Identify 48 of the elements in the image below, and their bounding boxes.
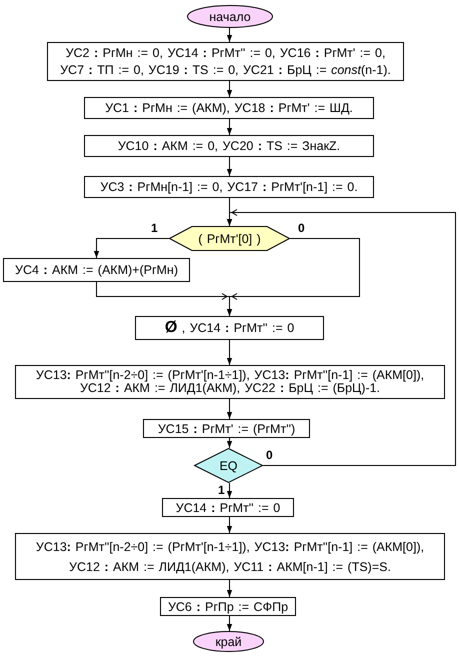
process-box bbox=[84, 176, 374, 198]
edge-label: 1 bbox=[217, 484, 226, 497]
process-text: УС6 : РгПр := СФПр bbox=[168, 600, 288, 614]
process-box bbox=[47, 42, 404, 81]
process-box bbox=[84, 135, 374, 157]
flow-arrow bbox=[226, 438, 232, 448]
process-text: УС1 : РгМн := (АКМ), УС18 : РгМт' := ШД. bbox=[105, 101, 353, 115]
flow-arrow bbox=[226, 580, 232, 598]
edge-label: 0 bbox=[265, 449, 274, 462]
decision-diamond bbox=[194, 448, 263, 483]
process-text: УС3 : РгМн[n-1] := 0, УС17 : РгМт'[n-1] := 0. bbox=[100, 180, 358, 194]
process-text: УС2 : РгМн := 0, УС14 : РгМт'' := 0, УС16 : РгМт' := 0, УС7 : ТП := 0, УС19 : TS := 0, УС21 : БрЦ := const(n-1). bbox=[59, 44, 392, 78]
process-box bbox=[15, 365, 445, 399]
terminal-ellipse bbox=[193, 631, 264, 652]
flow-arrow bbox=[226, 156, 232, 176]
process-box bbox=[84, 97, 374, 119]
flow-arrow bbox=[226, 118, 232, 136]
decision-hexagon bbox=[169, 226, 290, 251]
flow-arrow bbox=[226, 398, 232, 420]
process-box bbox=[160, 597, 296, 616]
process-box bbox=[15, 533, 445, 580]
edge-label: 1 bbox=[150, 222, 159, 235]
process-box bbox=[162, 498, 294, 517]
terminal-text: начало bbox=[209, 10, 251, 24]
process-text: УС13: РгМт''[n-2÷0] := (РгМт'[n-1÷1]), УС13: РгМт''[n-1] := (АКМ[0]), УС12 : АКМ := ЛИД1(АКМ), УС22 : БрЦ := (БрЦ)-1. bbox=[34, 369, 426, 395]
flow-arrow bbox=[96, 282, 232, 316]
process-text: УС14 : РгМт'' := 0 bbox=[176, 500, 280, 514]
process-text: УС4 : АКМ := (АКМ)+(РгМн) bbox=[15, 263, 178, 277]
flow-arrow bbox=[94, 238, 170, 258]
process-text: УС13: РгМт''[n-2÷0] := (РгМт'[n-1÷1]), УС13: РгМт''[n-1] := (АКМ[0]), УС12 : АКМ := ЛИД1(АКМ), УС11 : АКМ[n-1] := (TS)=S. bbox=[34, 538, 426, 576]
process-text: УС15 : РгМт' := (РгМт'') bbox=[158, 422, 296, 436]
condition-text: ( РгМт'[0] ) bbox=[198, 232, 261, 246]
terminal-ellipse bbox=[187, 5, 273, 28]
flow-arrow bbox=[226, 482, 232, 498]
process-box bbox=[135, 316, 324, 340]
process-box bbox=[3, 258, 190, 282]
terminal-text: край bbox=[215, 634, 242, 648]
condition-text: EQ bbox=[219, 458, 238, 472]
process-text: Ø , УС14 : РгМт'' := 0 bbox=[164, 321, 294, 335]
flow-arrow bbox=[226, 209, 456, 466]
flow-arrow bbox=[226, 340, 232, 366]
process-text: УС10 : АКМ := 0, УС20 : TS := ЗнакZ. bbox=[118, 139, 340, 153]
flow-arrow bbox=[226, 516, 232, 534]
flow-arrow bbox=[226, 616, 232, 632]
edge-label: 0 bbox=[297, 222, 306, 235]
flow-arrow bbox=[226, 80, 232, 98]
process-box bbox=[143, 419, 310, 438]
flow-arrow bbox=[226, 28, 232, 42]
